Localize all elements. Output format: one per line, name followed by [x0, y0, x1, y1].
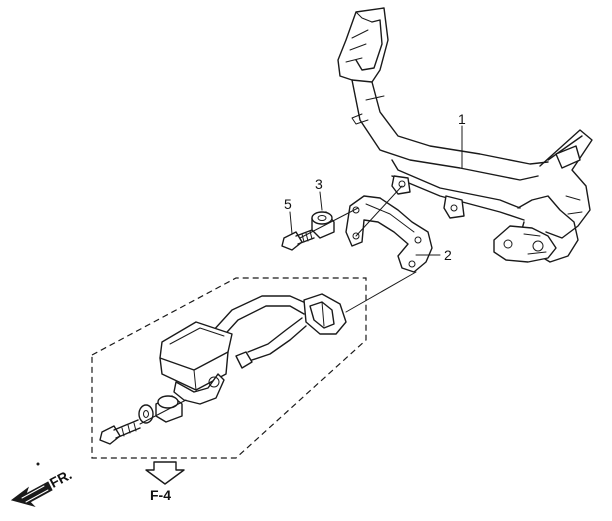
rubber-mount — [311, 211, 335, 239]
main-stay-bracket — [337, 7, 593, 263]
control-unit-assembly — [99, 293, 347, 445]
front-direction-arrow — [10, 481, 53, 507]
stray-mark — [36, 462, 40, 466]
leader-lines — [289, 125, 463, 313]
callout-3: 3 — [315, 176, 323, 192]
sub-assembly-boundary — [91, 277, 367, 459]
reference-arrow — [145, 461, 185, 485]
figure-reference: F-4 — [150, 487, 171, 503]
mounting-plate — [345, 195, 433, 273]
bolt-5 — [281, 229, 315, 251]
callout-1: 1 — [458, 111, 466, 127]
callout-2: 2 — [444, 247, 452, 263]
callout-5: 5 — [284, 196, 292, 212]
